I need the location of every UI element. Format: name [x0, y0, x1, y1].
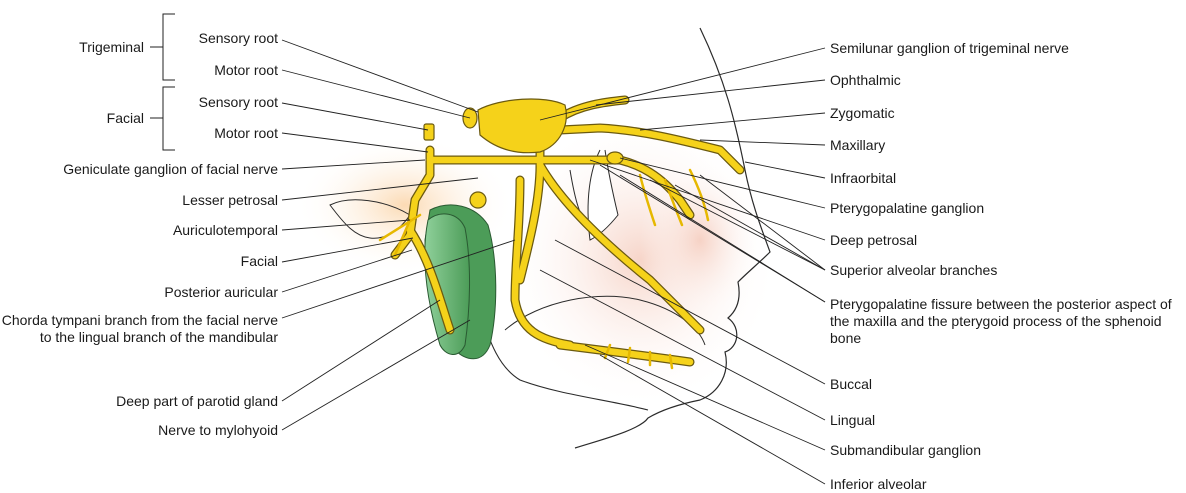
label-chorda-tympani: Chorda tympani branch from the facial ne…: [0, 312, 278, 346]
label-ophthalmic: Ophthalmic: [830, 72, 901, 89]
label-trigeminal-motor-root: Motor root: [170, 62, 278, 79]
label-inferior-alveolar: Inferior alveolar: [830, 476, 927, 493]
label-semilunar-ganglion: Semilunar ganglion of trigeminal nerve: [830, 40, 1069, 57]
label-geniculate-ganglion: Geniculate ganglion of facial nerve: [0, 161, 278, 178]
label-superior-alveolar: Superior alveolar branches: [830, 262, 997, 279]
label-pterygopalatine-ganglion: Pterygopalatine ganglion: [830, 200, 984, 217]
otic-ganglion: [470, 192, 486, 208]
label-infraorbital: Infraorbital: [830, 170, 896, 187]
label-deep-petrosal: Deep petrosal: [830, 232, 917, 249]
label-pterygopalatine-fissure: Pterygopalatine fissure between the post…: [830, 296, 1180, 347]
group-label-facial: Facial: [40, 110, 144, 127]
label-posterior-auricular: Posterior auricular: [0, 284, 278, 301]
label-zygomatic: Zygomatic: [830, 105, 895, 122]
label-buccal: Buccal: [830, 376, 872, 393]
label-lesser-petrosal: Lesser petrosal: [0, 192, 278, 209]
label-lingual: Lingual: [830, 412, 875, 429]
label-submandibular-ganglion: Submandibular ganglion: [830, 442, 981, 459]
label-facial-branch: Facial: [0, 253, 278, 270]
label-maxillary: Maxillary: [830, 137, 885, 154]
label-deep-part-parotid: Deep part of parotid gland: [0, 393, 278, 410]
group-label-trigeminal: Trigeminal: [40, 39, 144, 56]
label-facial-sensory-root: Sensory root: [170, 94, 278, 111]
geniculate-ganglion: [424, 124, 434, 140]
label-facial-motor-root: Motor root: [170, 125, 278, 142]
semilunar-ganglion: [463, 99, 566, 153]
label-auriculotemporal: Auriculotemporal: [0, 222, 278, 239]
label-trigeminal-sensory-root: Sensory root: [170, 30, 278, 47]
label-nerve-to-mylohyoid: Nerve to mylohyoid: [0, 422, 278, 439]
